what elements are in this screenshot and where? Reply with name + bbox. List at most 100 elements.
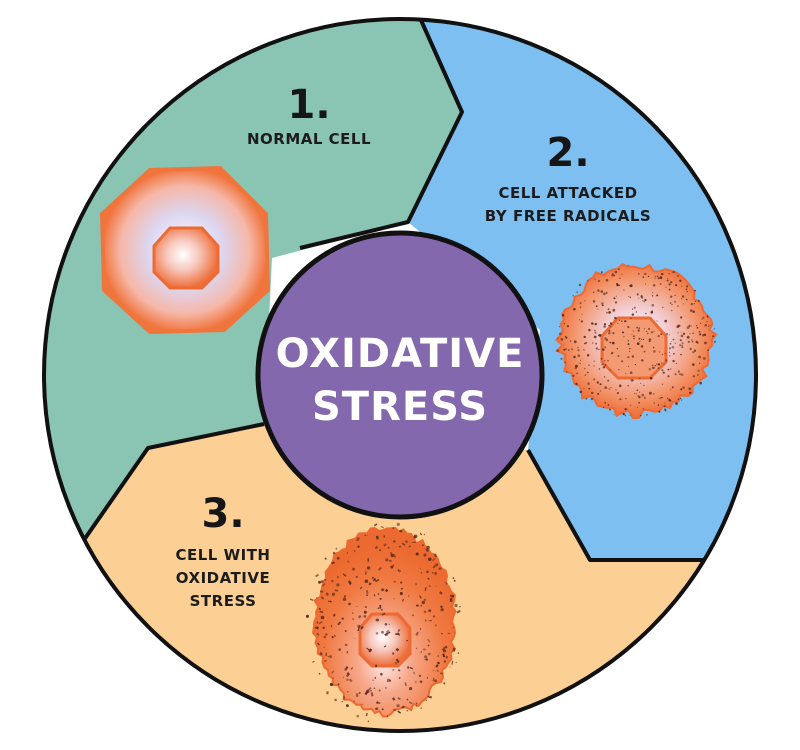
free-radical-dot [566, 371, 568, 373]
free-radical-dot [350, 667, 354, 670]
free-radical-dot [694, 300, 697, 302]
free-radical-dot [415, 702, 418, 705]
free-radical-dot [347, 691, 349, 693]
free-radical-dot [680, 388, 683, 391]
free-radical-dot [669, 342, 672, 345]
free-radical-dot [648, 340, 651, 343]
free-radical-dot [685, 288, 688, 291]
free-radical-dot [393, 598, 395, 600]
free-radical-dot [355, 575, 358, 579]
free-radical-dot [670, 295, 673, 298]
free-radical-dot [331, 636, 334, 639]
free-radical-dot [440, 608, 444, 612]
free-radical-dot [560, 338, 564, 341]
free-radical-dot [416, 604, 419, 607]
free-radical-dot [402, 598, 404, 602]
free-radical-dot [636, 406, 638, 409]
free-radical-dot [352, 612, 354, 614]
free-radical-dot [713, 340, 717, 343]
free-radical-dot [347, 580, 352, 585]
free-radical-dot [364, 690, 369, 696]
free-radical-dot [593, 378, 596, 381]
free-radical-dot [597, 392, 600, 395]
free-radical-dot [665, 359, 668, 362]
free-radical-dot [623, 289, 625, 291]
stage-3-label-line1: CELL WITH [175, 546, 270, 564]
free-radical-dot [630, 378, 634, 382]
free-radical-dot [649, 376, 653, 380]
free-radical-dot [653, 402, 655, 404]
free-radical-dot [681, 346, 684, 349]
free-radical-dot [681, 345, 683, 347]
free-radical-dot [692, 310, 695, 313]
free-radical-dot [603, 323, 607, 326]
free-radical-dot [695, 324, 698, 327]
free-radical-dot [667, 397, 669, 399]
free-radical-dot [322, 626, 325, 630]
free-radical-dot [587, 280, 589, 282]
free-radical-dot [636, 342, 640, 346]
free-radical-dot [669, 302, 672, 304]
free-radical-dot [432, 572, 434, 574]
free-radical-dot [581, 313, 583, 315]
free-radical-dot [642, 338, 645, 341]
free-radical-dot [364, 605, 368, 609]
free-radical-dot [657, 277, 660, 280]
free-radical-dot [454, 603, 458, 608]
free-radical-dot [392, 527, 395, 530]
free-radical-dot [578, 283, 582, 287]
free-radical-dot [406, 639, 409, 642]
free-radical-dot [337, 621, 342, 626]
free-radical-dot [356, 606, 358, 607]
free-radical-dot [681, 285, 683, 287]
free-radical-dot [432, 565, 436, 569]
free-radical-dot [440, 632, 443, 635]
free-radical-dot [629, 284, 633, 288]
free-radical-dot [594, 322, 597, 326]
free-radical-dot [644, 298, 647, 302]
free-radical-dot [648, 327, 651, 330]
free-radical-dot [679, 373, 681, 376]
center-circle [255, 230, 545, 520]
free-radical-dot [649, 391, 652, 395]
free-radical-dot [661, 272, 664, 276]
stage-1-number: 1. [287, 82, 330, 128]
free-radical-dot [381, 612, 386, 616]
free-radical-dot [413, 673, 416, 675]
free-radical-dot [386, 629, 390, 633]
free-radical-dot [561, 314, 565, 317]
free-radical-dot [365, 712, 368, 717]
free-radical-dot [366, 647, 370, 651]
free-radical-dot [685, 298, 688, 301]
free-radical-dot [374, 546, 378, 550]
free-radical-dot [586, 354, 590, 357]
free-radical-dot [658, 351, 661, 353]
free-radical-dot [675, 402, 678, 405]
free-radical-dot [616, 284, 619, 287]
free-radical-dot [427, 644, 430, 647]
free-radical-dot [435, 585, 437, 587]
free-radical-dot [317, 642, 320, 646]
free-radical-dot [699, 381, 702, 385]
free-radical-dot [441, 646, 446, 651]
free-radical-dot [559, 326, 561, 328]
free-radical-dot [318, 580, 321, 584]
free-radical-dot [364, 579, 369, 583]
free-radical-dot [605, 291, 608, 294]
free-radical-dot [699, 362, 701, 364]
free-radical-dot [572, 295, 574, 297]
free-radical-dot [443, 682, 446, 685]
free-radical-dot [663, 363, 665, 365]
free-radical-dot [580, 359, 581, 361]
free-radical-dot [698, 330, 701, 333]
free-radical-dot [579, 390, 582, 394]
stage-3-label-line2: OXIDATIVE [176, 569, 270, 587]
free-radical-dot [604, 376, 606, 378]
free-radical-dot [609, 325, 612, 328]
free-radical-dot [444, 645, 448, 649]
free-radical-dot [629, 414, 631, 416]
free-radical-dot [319, 610, 324, 614]
free-radical-dot [563, 323, 566, 325]
free-radical-dot [659, 283, 662, 285]
free-radical-dot [428, 585, 431, 587]
